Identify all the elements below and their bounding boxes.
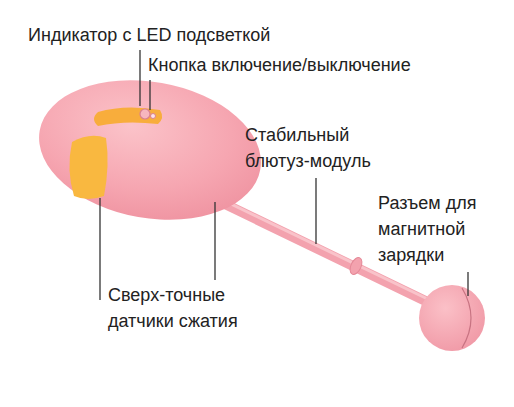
part-label: Сверх-точные датчики сжатия: [108, 282, 273, 334]
leader-line: [315, 178, 316, 244]
power-button: [140, 109, 150, 119]
leader-line: [149, 80, 150, 110]
part-label: Кнопка включение/выключение: [148, 52, 488, 78]
sensor-pad: [69, 136, 107, 199]
sensor-pad: [94, 107, 162, 126]
leader-line: [214, 202, 215, 280]
part-label: Стабильный блютуз-модуль: [245, 122, 395, 174]
egg-body: [28, 64, 272, 237]
charging-ball: [419, 285, 485, 351]
part-label: Разъем для магнитной зарядки: [378, 190, 503, 268]
stem-ring: [348, 256, 365, 277]
leader-line: [99, 198, 100, 300]
led-indicator: [151, 114, 156, 119]
leader-line: [139, 50, 140, 106]
magnetic-port: [462, 288, 471, 348]
leader-line: [467, 272, 468, 296]
part-label: Индикатор с LED подсветкой: [28, 22, 348, 48]
